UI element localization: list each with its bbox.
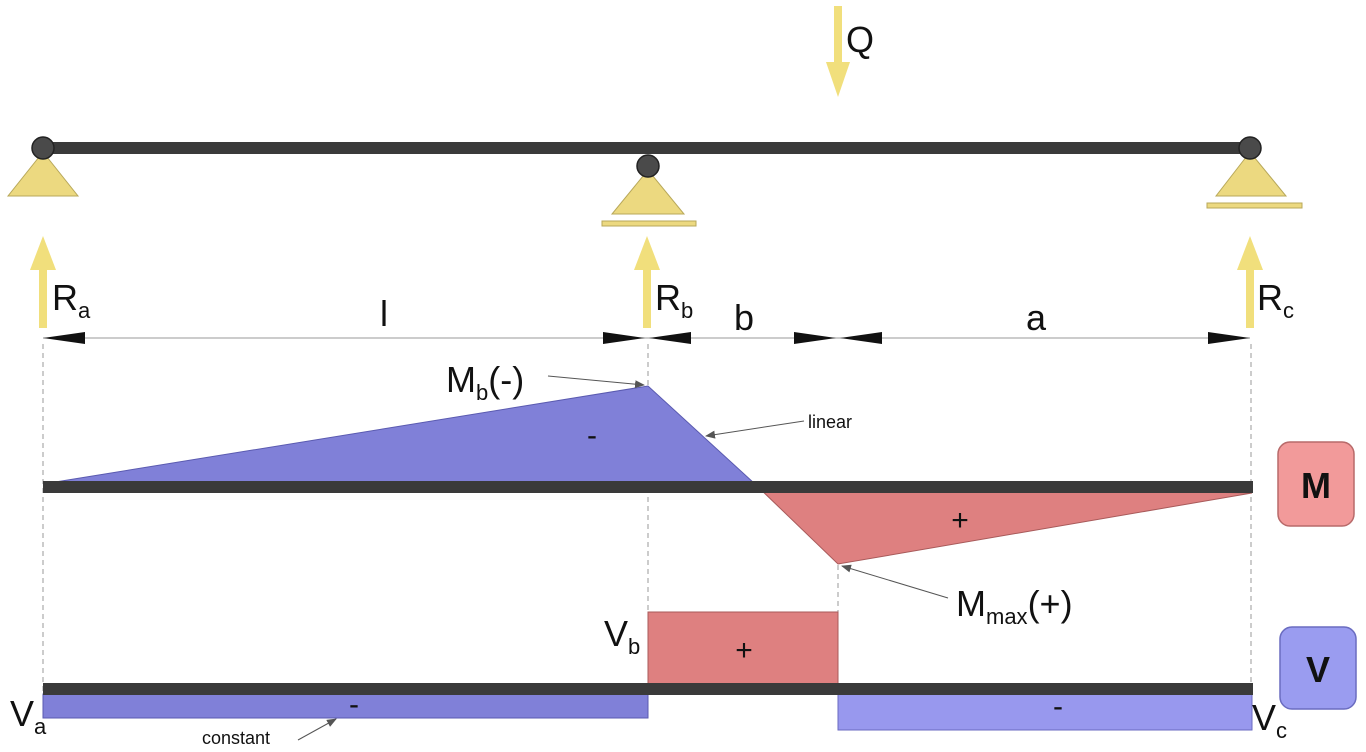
dimension-b-label: b — [734, 297, 754, 338]
dimension-l-label: l — [380, 293, 388, 334]
load-q-arrow — [826, 6, 850, 97]
shear-negative-left-sign: - — [349, 688, 359, 721]
moment-negative-region — [42, 385, 757, 485]
shear-negative-right-sign: - — [1053, 690, 1063, 723]
reaction-c-arrow — [1237, 236, 1263, 328]
dimension-line — [43, 332, 1250, 344]
moment-linear-pointer — [705, 420, 805, 439]
shear-positive-sign: + — [735, 634, 753, 667]
shear-vc-label: Vc — [1252, 697, 1287, 743]
shear-vb-label: Vb — [604, 613, 640, 659]
beam — [40, 142, 1252, 154]
reaction-c-label: Rc — [1257, 277, 1294, 323]
moment-mmax-pointer — [841, 564, 949, 599]
dimension-a-label: a — [1026, 297, 1047, 338]
shear-negative-left-region — [42, 693, 649, 719]
moment-mb-label: Mb(-) — [446, 359, 524, 405]
reaction-b-arrow — [634, 236, 660, 328]
shear-constant-pointer — [297, 718, 337, 741]
shear-baseline — [43, 683, 1253, 695]
shear-positive-region — [647, 611, 839, 685]
support-a — [6, 136, 80, 197]
reaction-b-label: Rb — [655, 277, 693, 323]
moment-baseline — [43, 481, 1253, 493]
moment-positive-sign: + — [951, 504, 969, 537]
shear-badge — [1279, 626, 1357, 710]
moment-negative-sign: - — [587, 419, 597, 452]
shear-constant-note: constant — [202, 728, 270, 748]
moment-positive-region — [753, 483, 1253, 565]
moment-mb-pointer — [547, 375, 645, 389]
support-c — [1206, 136, 1303, 209]
shear-badge-label: V — [1306, 649, 1330, 690]
load-q-label: Q — [846, 19, 874, 60]
moment-badge-label: M — [1301, 465, 1331, 506]
moment-linear-note: linear — [808, 412, 852, 432]
shear-va-label: Va — [10, 693, 47, 739]
shear-negative-right-region — [837, 693, 1253, 731]
reaction-a-arrow — [30, 236, 56, 328]
support-b — [601, 154, 697, 227]
moment-badge — [1277, 441, 1355, 527]
moment-mmax-label: Mmax(+) — [956, 583, 1073, 629]
reaction-a-label: Ra — [52, 277, 91, 323]
